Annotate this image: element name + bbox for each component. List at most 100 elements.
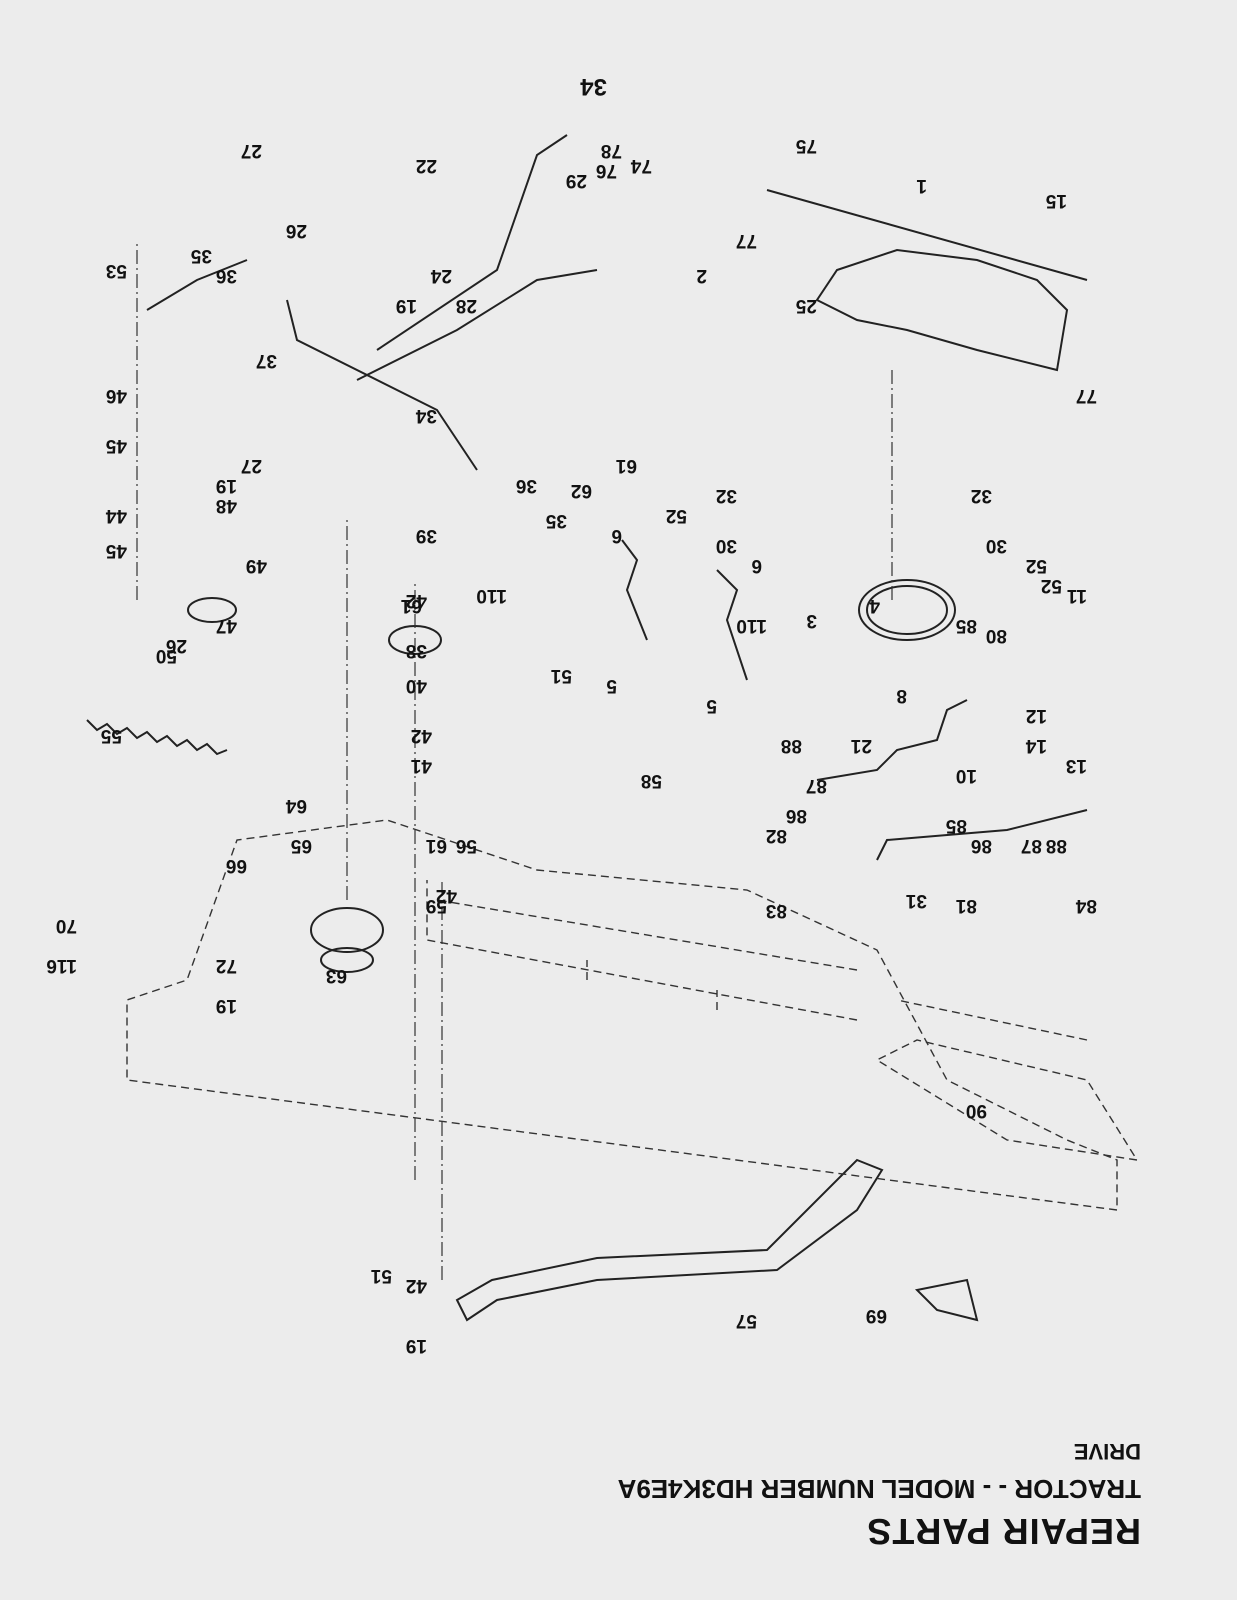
bracket-5b [716, 569, 748, 681]
callout-25: 25 [795, 295, 817, 316]
drive-belt [455, 1158, 884, 1322]
callout-2: 2 [696, 265, 707, 286]
callout-1: 1 [916, 175, 927, 196]
callout-6: 6 [611, 525, 622, 546]
callout-29: 29 [566, 170, 587, 191]
callout-14: 14 [1025, 735, 1047, 756]
callout-42: 42 [406, 590, 427, 611]
callout-11: 11 [1066, 585, 1087, 606]
callout-72: 72 [216, 955, 237, 976]
callout-4: 4 [869, 595, 880, 616]
callout-27: 27 [241, 140, 262, 161]
callout-87: 87 [806, 775, 827, 796]
callout-48: 48 [216, 495, 237, 516]
callout-41: 41 [410, 755, 432, 776]
callout-32: 32 [971, 485, 992, 506]
callout-6: 6 [751, 555, 762, 576]
callout-40: 40 [406, 675, 427, 696]
callout-63: 63 [326, 965, 347, 986]
callout-10: 10 [956, 765, 977, 786]
callout-26: 26 [286, 220, 307, 241]
callout-69: 69 [866, 1305, 887, 1326]
callout-85: 85 [955, 615, 977, 636]
bracket-5a [621, 539, 648, 641]
callout-50: 50 [156, 645, 177, 666]
callout-26: 26 [166, 635, 187, 656]
callout-52: 52 [666, 505, 687, 526]
callout-52: 52 [1026, 555, 1047, 576]
rod-8 [816, 699, 968, 781]
callout-22: 22 [416, 155, 437, 176]
callout-77: 77 [1076, 385, 1097, 406]
callout-65: 65 [290, 835, 312, 856]
callout-57: 57 [736, 1310, 757, 1331]
callout-labels: 1234556681011121314151919191921222425262… [46, 135, 1097, 1356]
callout-47: 47 [216, 615, 237, 636]
callout-13: 13 [1066, 755, 1087, 776]
callout-62: 62 [571, 480, 592, 501]
callout-85: 85 [945, 815, 967, 836]
transaxle-pulley-inner [866, 585, 948, 635]
callout-44: 44 [105, 505, 127, 526]
callout-37: 37 [256, 350, 277, 371]
callout-66: 66 [226, 855, 247, 876]
callout-86: 86 [971, 835, 992, 856]
callout-42: 42 [406, 1275, 427, 1296]
callout-64: 64 [285, 795, 307, 816]
callout-53: 53 [106, 260, 127, 281]
callout-19: 19 [216, 475, 237, 496]
callout-51: 51 [550, 665, 572, 686]
callout-24: 24 [430, 265, 452, 286]
callout-55: 55 [100, 725, 122, 746]
transaxle-shaft [766, 189, 1088, 281]
callout-45: 45 [105, 435, 127, 456]
callout-32: 32 [716, 485, 737, 506]
rod-53 [146, 259, 248, 311]
idler-pulley-63-hub [320, 947, 374, 973]
callout-36: 36 [216, 265, 237, 286]
callout-76: 76 [596, 160, 617, 181]
callout-88: 88 [781, 735, 802, 756]
callout-15: 15 [1045, 190, 1067, 211]
callout-5: 5 [706, 695, 717, 716]
callout-42: 42 [436, 885, 457, 906]
idler-pulley-63 [310, 907, 384, 953]
callout-61: 61 [400, 595, 422, 616]
frame-outline [126, 819, 1118, 1211]
rod-28 [356, 269, 598, 381]
bracket-69 [914, 1278, 979, 1322]
parts-art [86, 134, 1139, 1322]
callout-31: 31 [905, 890, 927, 911]
spring-55 [86, 719, 228, 756]
callout-59: 59 [426, 895, 447, 916]
callout-77: 77 [736, 230, 757, 251]
callout-70: 70 [56, 915, 77, 936]
callout-84: 84 [1075, 895, 1097, 916]
callout-83: 83 [766, 900, 787, 921]
callout-87: 87 [1021, 835, 1042, 856]
callout-36: 36 [516, 475, 537, 496]
callout-19: 19 [216, 995, 237, 1016]
callout-19: 19 [406, 1335, 427, 1356]
callout-90: 90 [966, 1100, 987, 1121]
callout-56: 56 [456, 835, 477, 856]
callout-75: 75 [795, 135, 817, 156]
callout-110: 110 [476, 585, 507, 606]
callout-38: 38 [406, 640, 427, 661]
callout-28: 28 [456, 295, 477, 316]
callout-3: 3 [806, 610, 817, 631]
callout-110: 110 [736, 615, 767, 636]
callout-12: 12 [1026, 705, 1047, 726]
callout-21: 21 [850, 735, 872, 756]
transaxle-pulley [858, 579, 956, 641]
callout-116: 116 [46, 955, 77, 976]
callout-61: 61 [425, 835, 447, 856]
callout-19: 19 [396, 295, 417, 316]
callout-51: 51 [370, 1265, 392, 1286]
callout-58: 58 [641, 770, 662, 791]
idler-pulley-47 [187, 597, 237, 623]
callout-39: 39 [416, 525, 437, 546]
